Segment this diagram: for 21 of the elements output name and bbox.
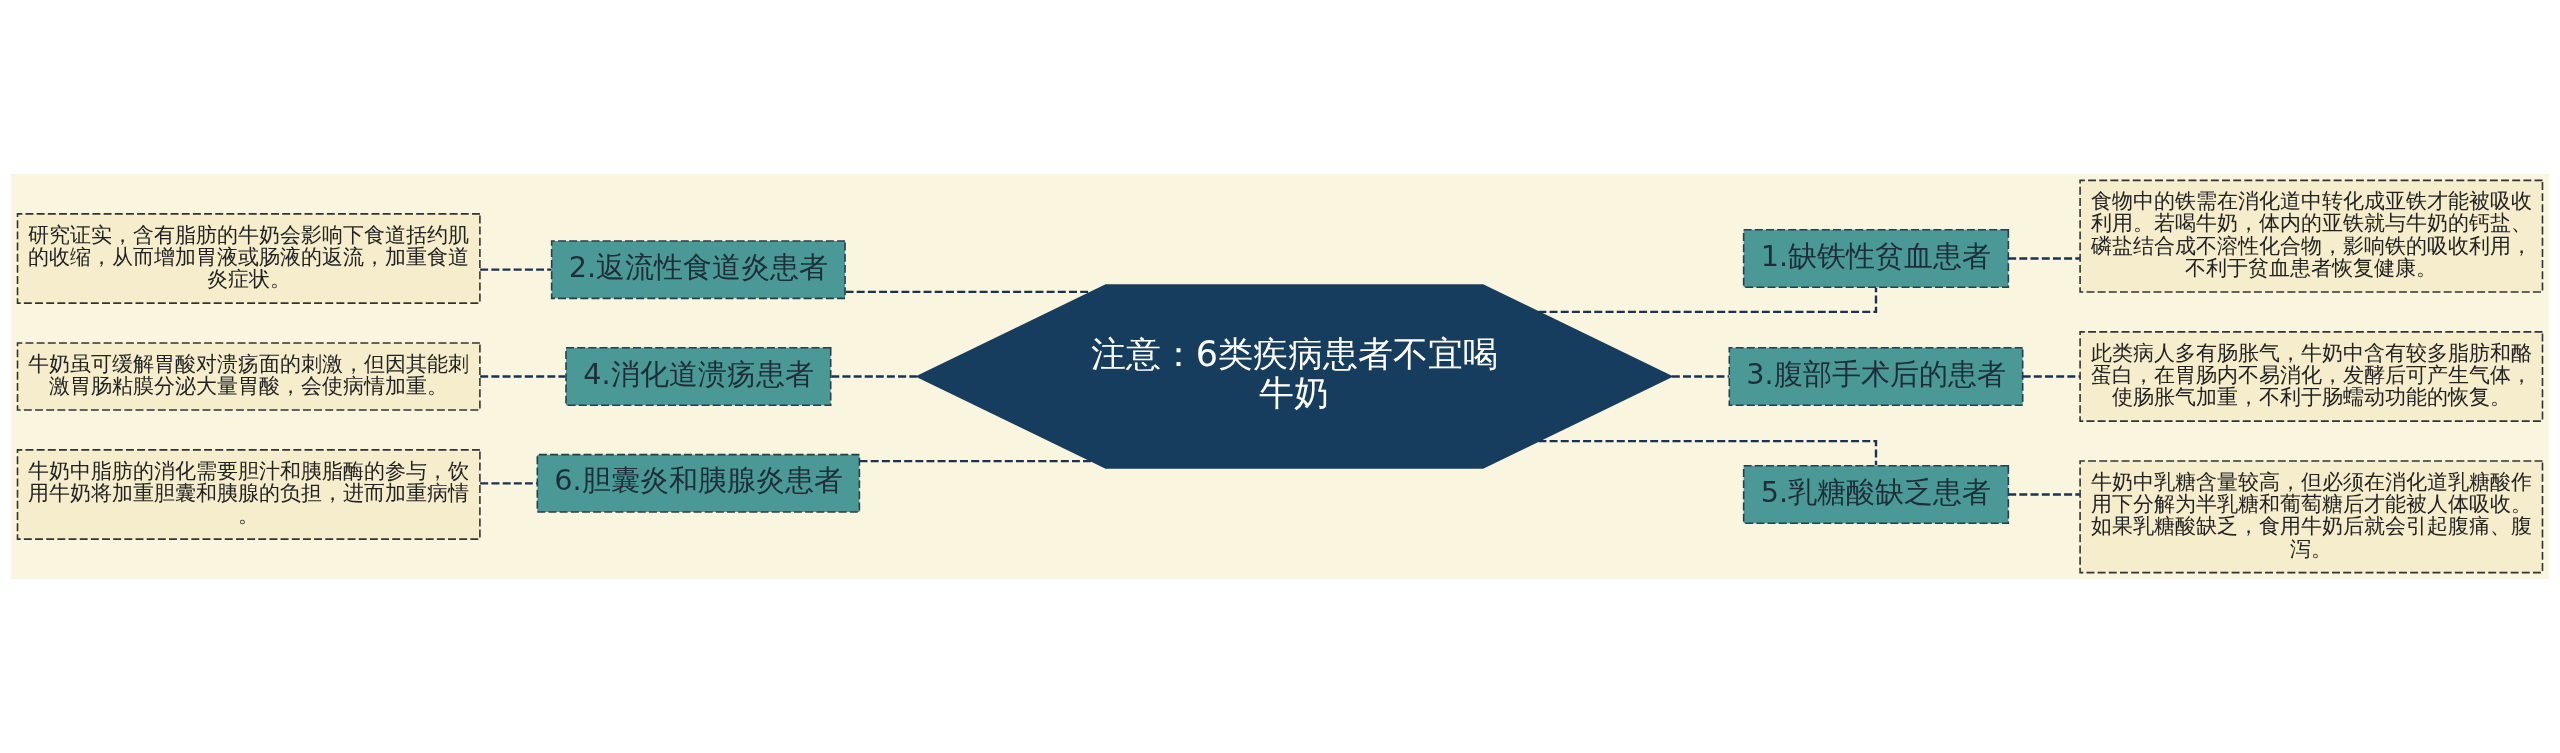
- node-box: 2.返流性食道炎患者: [550, 240, 846, 300]
- connector: [2022, 375, 2080, 378]
- node-box: 研究证实，含有脂肪的牛奶会影响下食道括约肌的收缩，从而增加胃液或肠液的返流，加重食道炎症状。: [16, 213, 481, 304]
- connector: [480, 375, 566, 378]
- node-box: 6.胆囊炎和胰腺炎患者: [536, 453, 861, 513]
- connector: [2008, 257, 2080, 260]
- connector: [2008, 493, 2080, 496]
- node-box: 牛奶中乳糖含量较高，但必须在消化道乳糖酸作用下分解为半乳糖和葡萄糖后才能被人体吸收。如果乳糖酸缺乏，食用牛奶后就会引起腹痛、腹泻。: [2079, 460, 2544, 574]
- connector: [1671, 375, 1729, 378]
- node-box: 食物中的铁需在消化道中转化成亚铁才能被吸收利用。若喝牛奶，体内的亚铁就与牛奶的钙盐、磷盐结合成不溶性化合物，影响铁的吸收利用，不利于贫血患者恢复健康。: [2079, 179, 2544, 293]
- connector: [480, 268, 552, 271]
- node-box: 5.乳糖酸缺乏患者: [1742, 465, 2010, 524]
- node-box: 3.腹部手术后的患者: [1728, 347, 2024, 406]
- connector: [831, 375, 917, 378]
- connector: [859, 459, 1092, 463]
- connector: [480, 482, 537, 485]
- node-box: 牛奶中脂肪的消化需要胆汁和胰脂酶的参与，饮用牛奶将加重胆囊和胰腺的负担，进而加重病情。: [16, 449, 481, 540]
- node-box: 4.消化道溃疡患者: [565, 347, 832, 406]
- node-box: 此类病人多有肠胀气，牛奶中含有较多脂肪和酪蛋白，在胃肠内不易消化，发酵后可产生气体，使肠胀气加重，不利于肠蠕动功能的恢复。: [2079, 331, 2544, 422]
- node-box: 1.缺铁性贫血患者: [1742, 229, 2010, 288]
- node-box: 牛奶虽可缓解胃酸对溃疡面的刺激，但因其能刺激胃肠粘膜分泌大量胃酸，会使病情加重。: [16, 342, 481, 411]
